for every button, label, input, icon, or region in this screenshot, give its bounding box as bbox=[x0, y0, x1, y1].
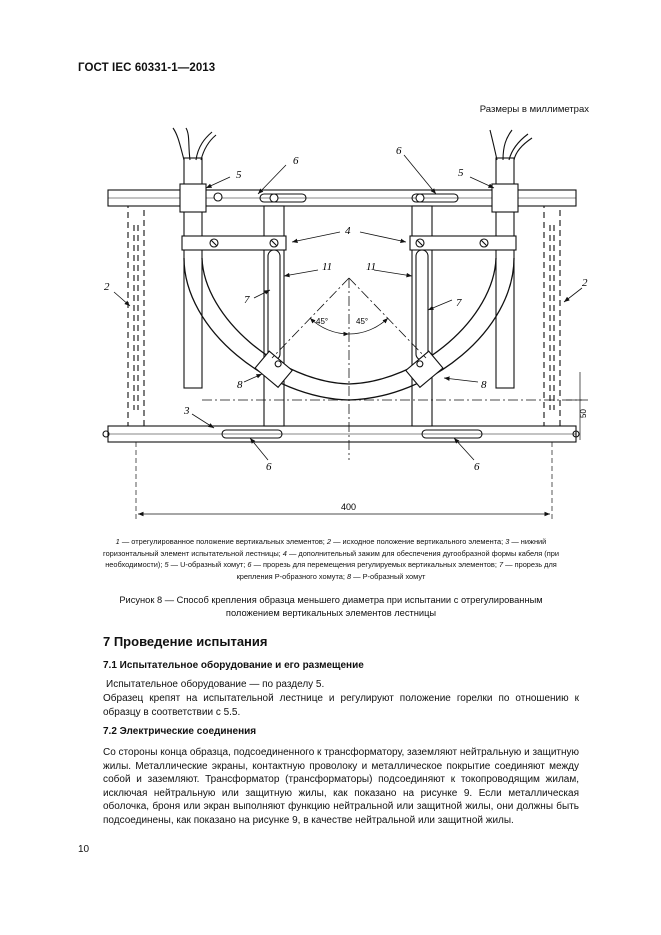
label-11-left: 11 bbox=[322, 261, 332, 273]
dim-label-50: 50 bbox=[579, 409, 588, 418]
label-7-right: 7 bbox=[456, 297, 462, 309]
label-7-left: 7 bbox=[244, 294, 250, 306]
top-rail-slot-right bbox=[411, 193, 459, 203]
original-vertical-left bbox=[127, 205, 145, 427]
label-5-left: 5 bbox=[236, 169, 242, 181]
label-2-right: 2 bbox=[582, 277, 588, 289]
p-clamp-left bbox=[254, 350, 293, 389]
original-vertical-right bbox=[543, 205, 561, 427]
legend-item: 2 — исходное положение вертикального эле… bbox=[326, 537, 506, 546]
bottom-rail-slot-right bbox=[421, 429, 483, 439]
u-clamp-left bbox=[179, 183, 207, 213]
angle-label-right: 45° bbox=[356, 317, 368, 326]
p-clamp-right bbox=[405, 350, 444, 389]
label-6-bottom-left: 6 bbox=[266, 461, 272, 473]
label-6-bottom-right: 6 bbox=[474, 461, 480, 473]
top-rail-slot-left bbox=[259, 193, 307, 203]
document-header: ГОСТ IEC 60331-1—2013 bbox=[78, 62, 216, 74]
legend-item: 6 — прорезь для перемещения регулируемых… bbox=[247, 560, 499, 569]
paragraph-connections: Со стороны конца образца, подсоединенног… bbox=[103, 747, 580, 826]
paragraph-specimen: Образец крепят на испытательной лестнице… bbox=[103, 693, 579, 718]
label-8-left: 8 bbox=[237, 379, 243, 391]
dimensions-note: Размеры в миллиметрах bbox=[479, 104, 589, 115]
additional-clamp-left bbox=[181, 235, 287, 251]
legend-item: 3 — нижний горизонтальный элемент испыта… bbox=[103, 537, 547, 558]
cable-left-sleeve bbox=[183, 157, 203, 389]
section-title: 7 Проведение испытания bbox=[103, 634, 268, 649]
label-6-top-left: 6 bbox=[293, 155, 299, 167]
label-6-top-right: 6 bbox=[396, 145, 402, 157]
label-4: 4 bbox=[345, 225, 351, 237]
legend-item: 5 — U-образный хомут; bbox=[164, 560, 248, 569]
page-number: 10 bbox=[78, 844, 90, 855]
cable-right-tail bbox=[489, 129, 533, 161]
legend-item: 1 — отрегулированное положение вертикаль… bbox=[115, 537, 327, 546]
label-2-left: 2 bbox=[104, 281, 110, 293]
additional-clamp-right bbox=[409, 235, 517, 251]
angle-label-left: 45° bbox=[316, 317, 328, 326]
paragraph-equipment: Испытательное оборудование — по разделу … bbox=[106, 679, 325, 690]
label-5-right: 5 bbox=[458, 167, 464, 179]
u-clamp-right bbox=[491, 183, 519, 213]
subsection-title-7-1: 7.1 Испытательное оборудование и его раз… bbox=[103, 660, 364, 671]
cable-left-tail bbox=[172, 127, 217, 161]
label-11-right: 11 bbox=[366, 261, 376, 273]
cable-arc-inner bbox=[201, 257, 497, 385]
label-3: 3 bbox=[183, 405, 190, 417]
figure-8-drawing: 5 6 6 5 4 11 11 7 7 2 2 8 8 3 6 6 45° 45… bbox=[102, 127, 588, 522]
legend-item: 7 — прорезь для крепления P-образного хо… bbox=[236, 560, 557, 581]
legend-item: 4 — дополнительный зажим для обеспечения… bbox=[105, 548, 559, 570]
figure-legend: 1 — отрегулированное положение вертикаль… bbox=[92, 536, 570, 582]
label-8-right: 8 bbox=[481, 379, 487, 391]
legend-item: 8 — P-образный хомут bbox=[346, 571, 426, 581]
dim-label-400: 400 bbox=[341, 502, 356, 512]
figure-caption: Рисунок 8 — Способ крепления образца мен… bbox=[119, 595, 543, 618]
subsection-title-7-2: 7.2 Электрические соединения bbox=[103, 726, 257, 737]
cable-right-sleeve bbox=[495, 157, 515, 389]
